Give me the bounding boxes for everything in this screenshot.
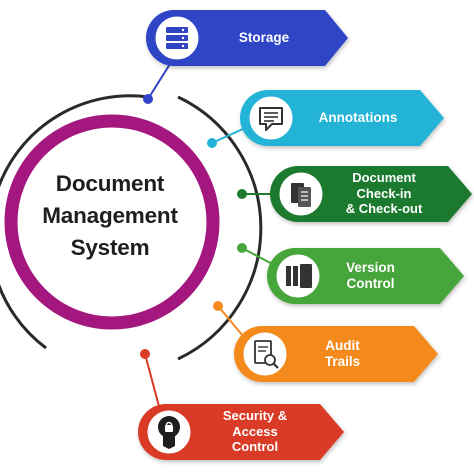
- label-audit: Audit Trails: [290, 338, 395, 370]
- stacked-pages-icon: [286, 264, 312, 288]
- label-checkin: Document Check-in & Check-out: [325, 170, 443, 217]
- center-title: Document Management System: [20, 168, 200, 264]
- center-line-2: Management: [42, 203, 178, 228]
- label-security-line-3: Control: [231, 439, 279, 454]
- outer-arc: [177, 95, 263, 361]
- label-storage: Storage: [204, 30, 324, 46]
- label-checkin-line-3: & Check-out: [345, 201, 423, 216]
- dot-storage: [143, 94, 153, 104]
- label-version: Version Control: [318, 260, 423, 292]
- shield-lock-icon: [158, 416, 180, 449]
- server-icon: [166, 27, 188, 49]
- item-annotations: [240, 90, 444, 146]
- dot-annotations: [207, 138, 217, 148]
- label-version-line-1: Version: [346, 260, 395, 275]
- document-transfer-icon: [291, 183, 311, 207]
- connector-dots: [140, 94, 247, 359]
- center-line-3: System: [70, 235, 150, 260]
- magnifier-document-icon: [254, 340, 279, 369]
- label-version-line-2: Control: [346, 276, 395, 291]
- label-security: Security & Access Control: [196, 408, 314, 455]
- center-line-1: Document: [55, 171, 165, 196]
- dot-security: [140, 349, 150, 359]
- label-annotations-line-1: Annotations: [318, 110, 398, 125]
- label-annotations: Annotations: [298, 110, 418, 126]
- center-ring: [4, 114, 220, 330]
- left-dark-arc: [0, 94, 149, 350]
- dot-audit: [213, 301, 223, 311]
- icon-badge-annotations: [246, 93, 296, 143]
- label-security-line-2: Access: [232, 423, 278, 439]
- label-audit-line-1: Audit: [325, 338, 360, 353]
- dot-version: [237, 243, 247, 253]
- ribbon-security: [138, 404, 344, 460]
- connector-security: [144, 353, 161, 411]
- icon-badge-audit: [240, 329, 290, 379]
- dot-checkin: [237, 189, 247, 199]
- label-checkin-line-1: Document: [352, 170, 416, 185]
- label-checkin-line-2: Check-in: [356, 185, 412, 201]
- label-storage-line-1: Storage: [238, 30, 290, 45]
- note-icon: [259, 107, 283, 131]
- label-security-line-1: Security &: [222, 408, 288, 423]
- label-audit-line-2: Trails: [324, 354, 361, 369]
